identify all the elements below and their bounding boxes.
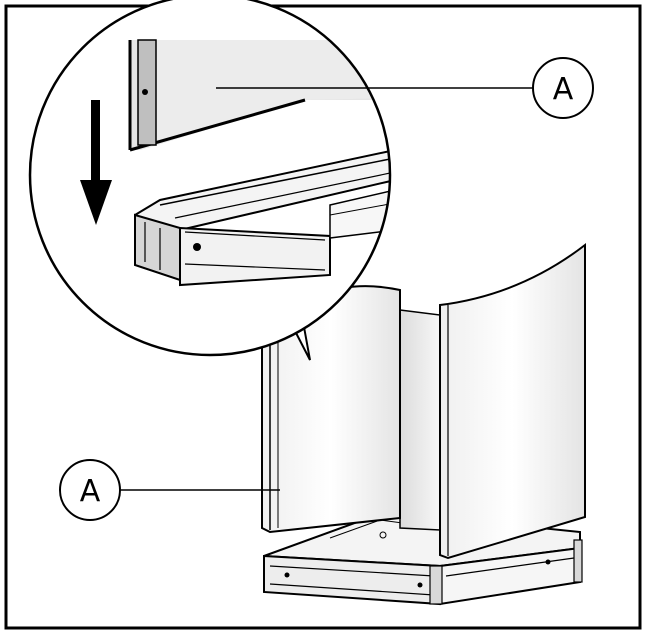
callout-circle-bottom xyxy=(59,459,121,521)
callout-label-top: A xyxy=(553,72,574,107)
right-side-panel xyxy=(439,242,586,560)
callout-bottom: A xyxy=(59,459,280,521)
magnifier-circle xyxy=(28,0,392,357)
arrow-down-icon xyxy=(80,100,112,225)
callout-top: A xyxy=(216,57,594,119)
callout-label-bottom: A xyxy=(80,474,101,509)
back-panel xyxy=(399,309,441,531)
callout-circle-top xyxy=(532,57,594,119)
